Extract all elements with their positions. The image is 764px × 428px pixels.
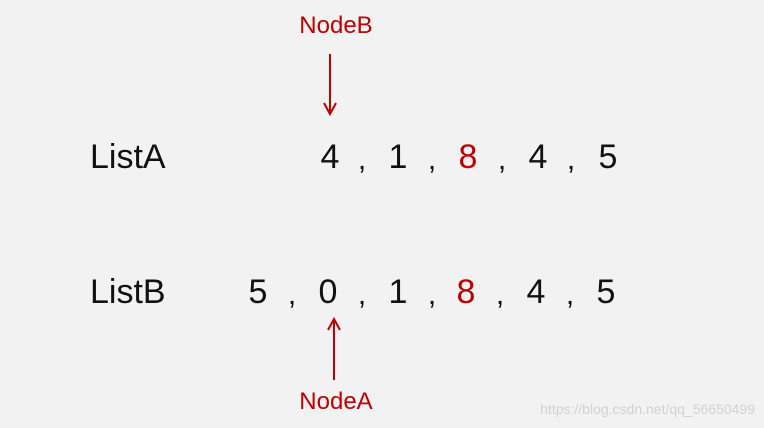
node-a-label: NodeA <box>299 388 373 415</box>
list-a-separator: , <box>357 143 367 176</box>
list-b-separator: , <box>495 278 505 311</box>
list-a-separator: , <box>566 143 576 176</box>
list-b-item: 5 <box>596 273 616 311</box>
watermark: https://blog.csdn.net/qq_56650499 <box>540 401 755 417</box>
node-b-label: NodeB <box>299 12 373 39</box>
list-a-item: 4 <box>528 138 548 176</box>
list-b-item: 4 <box>526 273 546 311</box>
list-b-item-intersection: 8 <box>456 273 476 311</box>
list-a-item-intersection: 8 <box>458 138 478 176</box>
list-b-separator: , <box>287 278 297 311</box>
list-b-separator: , <box>565 278 575 311</box>
list-b-item: 5 <box>248 273 268 311</box>
list-a-separator: , <box>427 143 437 176</box>
list-a-item: 1 <box>388 138 408 176</box>
list-a-label: ListA <box>90 138 166 176</box>
list-b-separator: , <box>427 278 437 311</box>
node-a-arrow <box>327 316 341 380</box>
list-a-item: 5 <box>598 138 618 176</box>
list-b-label: ListB <box>90 273 166 311</box>
list-a-separator: , <box>497 143 507 176</box>
list-b-separator: , <box>357 278 367 311</box>
list-b-item: 1 <box>388 273 408 311</box>
list-b-item: 0 <box>318 273 338 311</box>
node-b-arrow <box>323 54 337 117</box>
list-a-item: 4 <box>320 138 340 176</box>
